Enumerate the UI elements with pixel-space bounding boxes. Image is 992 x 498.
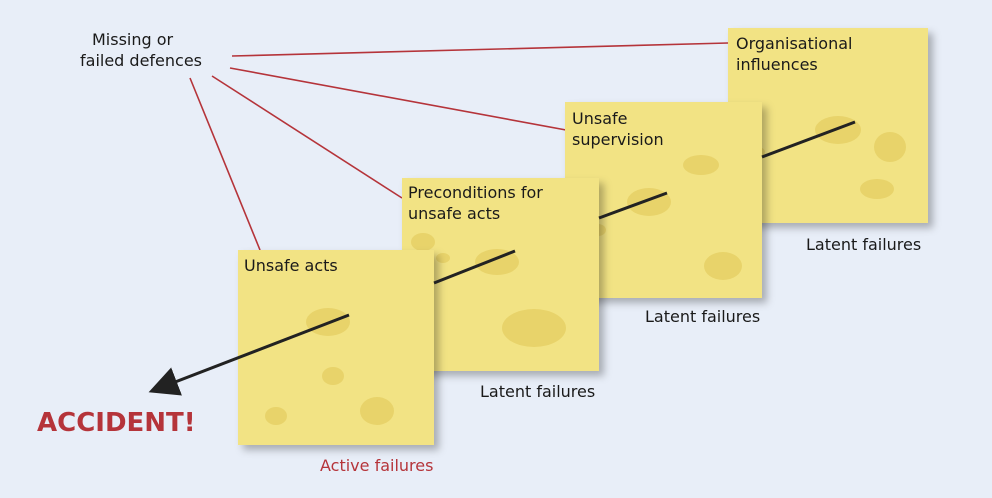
slice-title: Organisational influences xyxy=(736,34,858,74)
cheese-hole xyxy=(265,407,287,425)
trajectory-segment xyxy=(598,191,668,220)
connector-unsafe-acts xyxy=(189,77,261,251)
active-failures-label: Active failures xyxy=(320,456,433,475)
failure-label: Latent failures xyxy=(806,235,921,254)
cheese-hole xyxy=(860,179,894,199)
defence-connectors xyxy=(189,42,729,251)
accident-label: ACCIDENT! xyxy=(37,408,196,438)
slice-preconditions: Preconditions for unsafe acts Latent fai… xyxy=(402,178,599,401)
cheese-hole xyxy=(874,132,906,162)
cheese-hole xyxy=(322,367,344,385)
cheese-hole xyxy=(411,233,435,251)
slice-title: Preconditions for unsafe acts xyxy=(408,183,548,223)
defences-annotation: Missing or failed defences xyxy=(80,30,202,70)
failure-label: Latent failures xyxy=(645,307,760,326)
trajectory-segment xyxy=(761,120,856,159)
accident-trajectory xyxy=(148,120,856,396)
slice-title: Unsafe supervision xyxy=(572,109,664,149)
defences-line-2: failed defences xyxy=(80,51,202,70)
cheese-hole xyxy=(360,397,394,425)
cheese-hole xyxy=(475,249,519,275)
trajectory-arrow xyxy=(148,313,350,396)
cheese-hole xyxy=(683,155,719,175)
cheese-hole xyxy=(436,253,450,263)
connector-preconditions xyxy=(211,75,403,199)
cheese-hole xyxy=(627,188,671,216)
cheese-hole xyxy=(704,252,742,280)
trajectory-segment xyxy=(433,249,516,285)
defences-line-1: Missing or xyxy=(92,30,174,49)
slice-title: Unsafe acts xyxy=(244,256,338,275)
failure-label: Latent failures xyxy=(480,382,595,401)
connector-supervision xyxy=(229,67,567,131)
connector-organisational xyxy=(231,42,729,57)
cheese-hole xyxy=(502,309,566,347)
slice-unsafe-acts: Unsafe acts xyxy=(238,250,434,445)
